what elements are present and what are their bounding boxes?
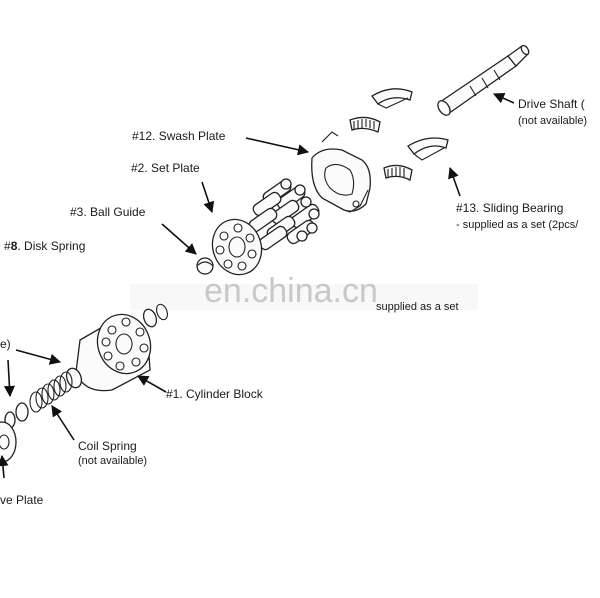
- label-drive-shaft: Drive Shaft (: [518, 97, 585, 111]
- label-coil-spring-note: (not available): [78, 455, 147, 467]
- piston-assembly: [248, 178, 320, 251]
- watermark-band: en.china.cn supplied as a set: [130, 272, 478, 313]
- label-set-plate: #2. Set Plate: [131, 161, 200, 175]
- set-plate: [211, 218, 263, 276]
- label-disk-spring: #8. Disk Spring: [4, 239, 85, 253]
- ball-guide: [196, 257, 214, 275]
- label-left-cut: e): [0, 337, 11, 351]
- label-sliding-bearing-note: - supplied as a set (2pcs/: [456, 219, 579, 231]
- bearing-half-upper: [371, 88, 413, 109]
- swash-plate: [311, 148, 371, 213]
- needle-bearing-lower: [383, 164, 413, 181]
- leader-arrows: [0, 93, 515, 479]
- coil-spring: [29, 367, 83, 413]
- bearing-half-lower: [407, 137, 449, 161]
- cylinder-block: [75, 313, 152, 392]
- label-ball-guide: #3. Ball Guide: [70, 205, 146, 219]
- obscured-note: supplied as a set: [376, 301, 459, 313]
- pin: [321, 131, 339, 143]
- label-coil-spring: Coil Spring: [78, 439, 137, 453]
- label-drive-shaft-note: (not available): [518, 115, 587, 127]
- spacer-rings: [142, 303, 168, 328]
- label-swash-plate: #12. Swash Plate: [132, 129, 226, 143]
- label-valve-plate: ve Plate: [0, 493, 44, 507]
- watermark-text: en.china.cn: [204, 272, 378, 310]
- needle-bearing-upper: [349, 116, 381, 133]
- drive-shaft: [437, 44, 530, 116]
- label-cylinder-block: #1. Cylinder Block: [166, 387, 264, 401]
- label-sliding-bearing: #13. Sliding Bearing: [456, 201, 563, 215]
